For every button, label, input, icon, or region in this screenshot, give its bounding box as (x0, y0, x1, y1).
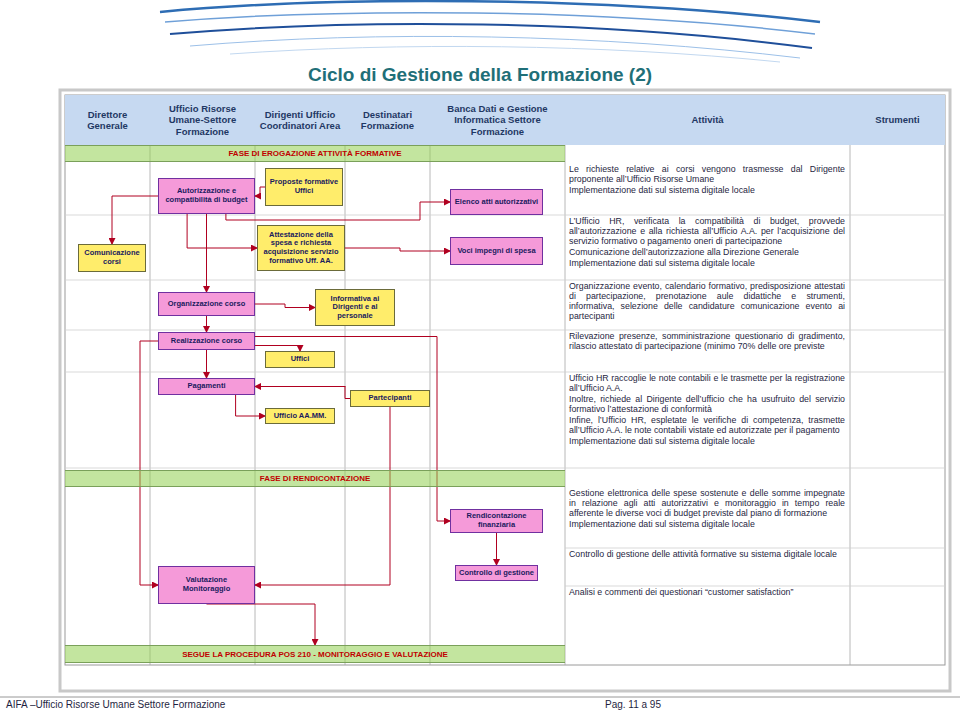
node-text: SEGUE LA PROCEDURA POS 210 - MONITORAGGI… (182, 650, 448, 659)
actor-box: Partecipanti (350, 390, 430, 407)
lane-header: Destinatari Formazione (345, 95, 430, 145)
node-text: Proposte formative Uffici (269, 178, 339, 195)
flow-connector (236, 395, 265, 416)
node-text: Realizzazione corso (171, 337, 242, 346)
node-text: FASE DI RENDICONTAZIONE (260, 474, 371, 483)
actor-box: Proposte formative Uffici (265, 168, 343, 206)
activity-text: Ufficio HR raccoglie le note contabili e… (569, 374, 845, 394)
activity-text: L’Ufficio HR, verificata la compatibilit… (569, 217, 845, 247)
lane-header: Attività (565, 95, 850, 145)
node-text: Destinatari Formazione (348, 109, 427, 132)
node-text: Rendicontazione finanziaria (454, 512, 539, 529)
activity-text: Infine, l’Ufficio HR, espletate le verif… (569, 416, 845, 436)
process-box: Pagamenti (158, 378, 255, 395)
actor-box: Ufficio AA.MM. (265, 408, 335, 424)
activity-text: Organizzazione evento, calendario format… (569, 282, 845, 322)
activity-text: Implementazione dati sul sistema digital… (569, 259, 845, 269)
node-text: Ufficio AA.MM. (274, 412, 327, 421)
flow-connector (206, 214, 207, 292)
node-text: FASE DI EROGAZIONE ATTIVITÀ FORMATIVE (228, 149, 401, 158)
lane-header: Strumenti (850, 95, 945, 145)
node-text: Organizzazione corso (168, 300, 246, 309)
flow-connector (496, 533, 497, 565)
flow-connector (140, 341, 158, 585)
footer-text: AIFA –Ufficio Risorse Umane Settore Form… (6, 699, 225, 710)
lane-header: Direttore Generale (65, 95, 150, 145)
node-text: Direttore Generale (68, 109, 147, 132)
lane-header: Dirigenti Ufficio Coordinatori Area (255, 95, 345, 145)
flow-connector (255, 337, 450, 522)
node-text: Dirigenti Ufficio Coordinatori Area (258, 109, 342, 132)
footer-text: Pag. 11 a 95 (605, 699, 661, 710)
process-box: Realizzazione corso (158, 332, 255, 350)
row-lines (65, 215, 945, 586)
page-frame (60, 90, 950, 691)
flow-connector (255, 187, 265, 196)
process-box: Organizzazione corso (158, 292, 255, 316)
node-text: Voci impegni di spesa (457, 247, 535, 256)
activity-text: Gestione elettronica delle spese sostenu… (569, 489, 845, 519)
process-box: Autorizzazione e compatibilità di budget (158, 178, 255, 214)
activity-text: Le richieste relative ai corsi vengono t… (569, 165, 845, 185)
flow-connector (345, 248, 450, 251)
flow-connector (255, 407, 390, 585)
activity-text: Inoltre, richiede al Dirigente dell’uffi… (569, 395, 845, 415)
diagram-title: Ciclo di Gestione della Formazione (2) (0, 64, 960, 86)
lane-header: Banca Dati e Gestione Informatica Settor… (430, 95, 565, 145)
node-text: Comunicazione corsi (82, 249, 142, 266)
lane-header: Ufficio Risorse Umane-Settore Formazione (150, 95, 255, 145)
flow-connector (112, 196, 158, 244)
phase-band: FASE DI EROGAZIONE ATTIVITÀ FORMATIVE (65, 145, 565, 162)
phase-band: SEGUE LA PROCEDURA POS 210 - MONITORAGGI… (65, 645, 565, 663)
actor-box: Informativa ai Dirigenti e al personale (315, 289, 395, 326)
flow-connector (206, 316, 207, 332)
flow-connector (255, 304, 315, 308)
lane-lines (150, 95, 850, 665)
node-text: Informativa ai Dirigenti e al personale (319, 295, 391, 321)
actor-box: Comunicazione corsi (78, 244, 146, 272)
node-text: Autorizzazione e compatibilità di budget (162, 187, 251, 204)
footer-rule (0, 697, 960, 698)
node-text: Attività (691, 114, 723, 125)
activity-text: Implementazione dati sul sistema digital… (569, 520, 845, 530)
process-box: Controllo di gestione (455, 565, 538, 581)
activity-text: Implementazione dati sul sistema digital… (569, 437, 845, 447)
node-text: Uffici (291, 355, 310, 364)
node-text: Banca Dati e Gestione Informatica Settor… (433, 103, 562, 137)
process-box: Elenco atti autorizzativi (450, 189, 543, 215)
flow-connector (187, 214, 257, 248)
node-text: Pagamenti (188, 382, 226, 391)
node-text: Strumenti (875, 114, 919, 125)
flow-connector (206, 350, 207, 378)
flow-connector (207, 604, 316, 645)
activity-text: Rilevazione presenze, somministrazione q… (569, 332, 845, 352)
actor-box: Uffici (265, 351, 335, 368)
activity-text: Implementazione dati sul sistema digital… (569, 186, 845, 196)
node-text: Partecipanti (369, 394, 412, 403)
phase-band: FASE DI RENDICONTAZIONE (65, 470, 565, 487)
activity-text: Analisi e commenti dei questionari “cust… (569, 588, 845, 598)
activity-text: Controllo di gestione delle attività for… (569, 550, 845, 560)
node-text: Ufficio Risorse Umane-Settore Formazione (153, 103, 252, 137)
process-box: Voci impegni di spesa (450, 237, 543, 265)
node-text: Valutazione Monitoraggio (162, 576, 251, 593)
process-box: Rendicontazione finanziaria (450, 509, 543, 533)
header-swoosh (160, 1, 820, 62)
process-box: Valutazione Monitoraggio (158, 566, 255, 604)
actor-box: Attestazione della spesa e richiesta acq… (257, 225, 345, 271)
node-text: Attestazione della spesa e richiesta acq… (261, 231, 341, 266)
table-frame (65, 95, 945, 665)
node-text: Controllo di gestione (459, 569, 534, 578)
activity-text: Comunicazione dell’autorizzazione alla D… (569, 248, 845, 258)
node-text: Elenco atti autorizzativi (455, 198, 538, 207)
flow-connector (255, 386, 350, 399)
